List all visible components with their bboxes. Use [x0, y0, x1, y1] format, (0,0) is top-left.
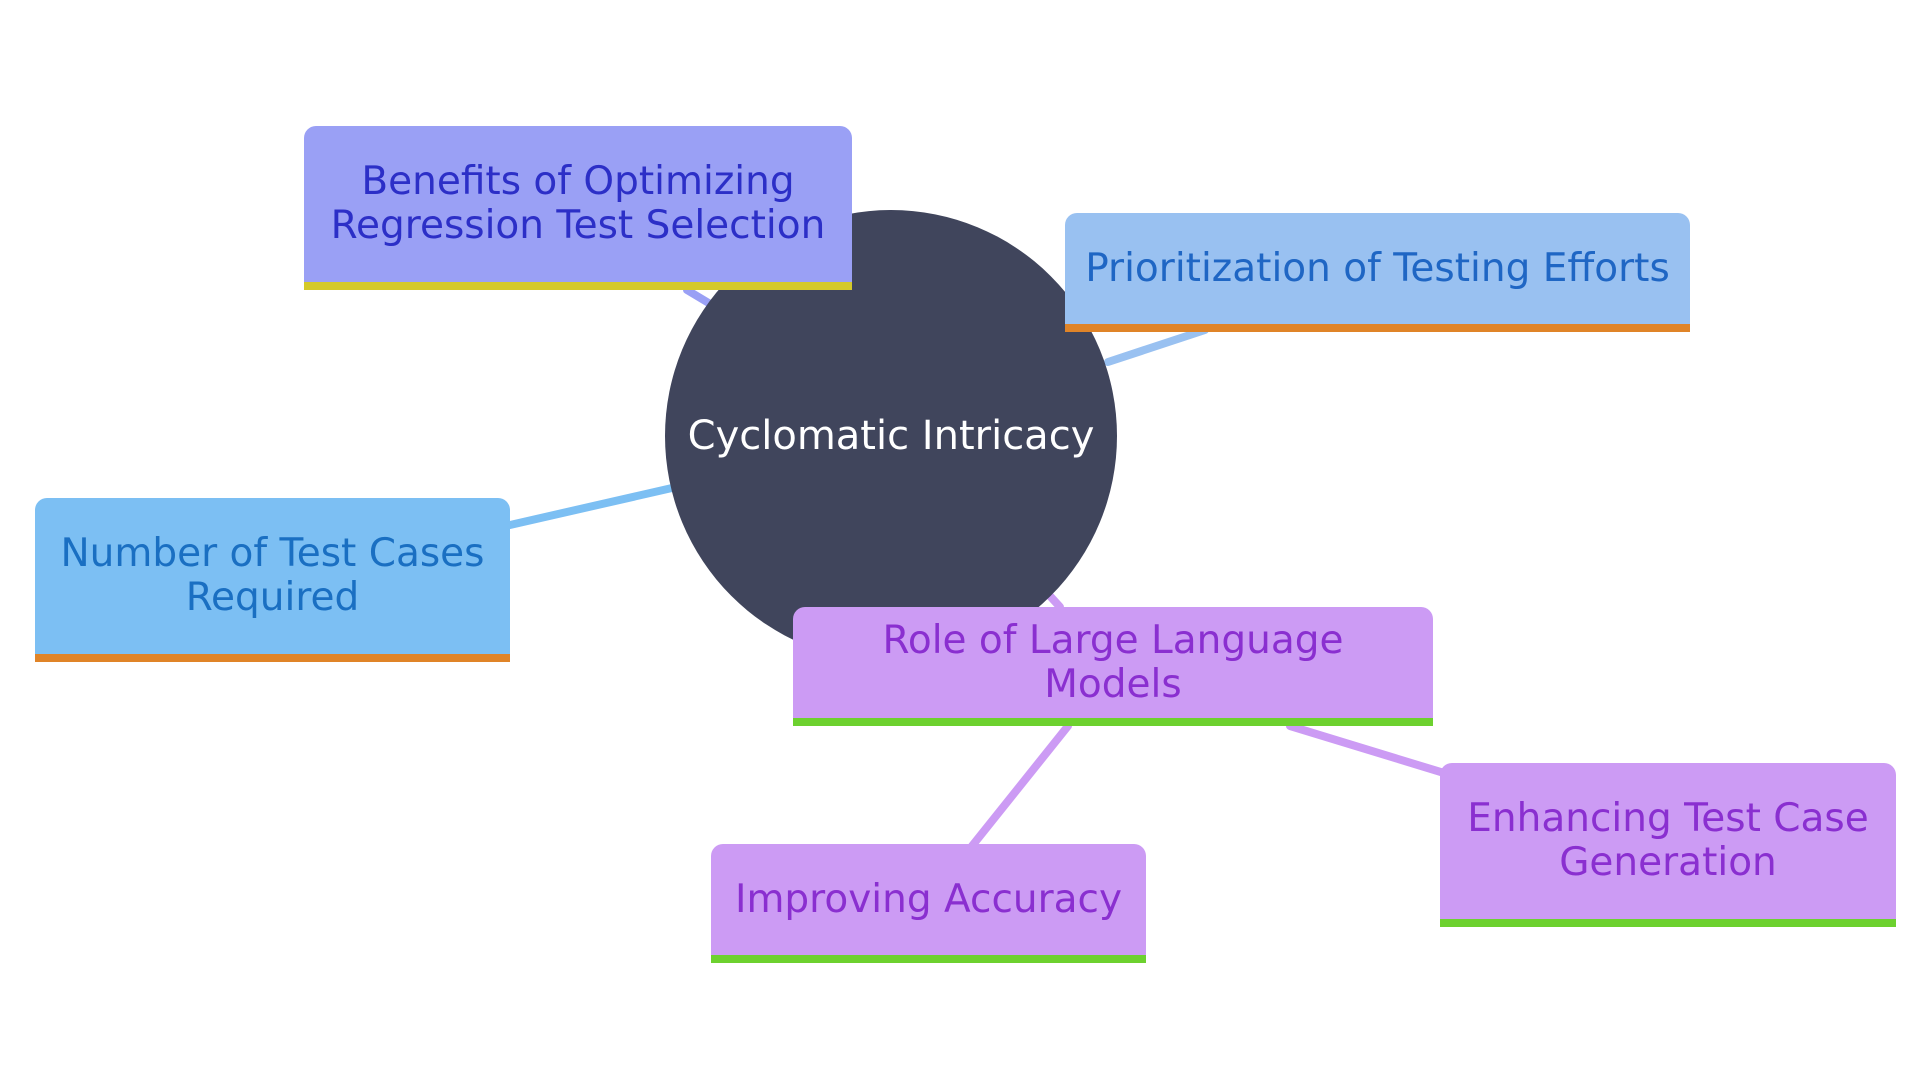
node-benefits: Benefits of Optimizing Regression Test S…: [304, 126, 852, 290]
center-node-label: Cyclomatic Intricacy: [687, 413, 1095, 459]
node-improving-accuracy: Improving Accuracy: [711, 844, 1146, 963]
node-enhancing-label: Enhancing Test Case Generation: [1467, 796, 1869, 885]
edge-center-role: [1046, 592, 1064, 611]
node-prioritization-label: Prioritization of Testing Efforts: [1085, 245, 1670, 291]
node-role-of-llms: Role of Large Language Models: [793, 607, 1433, 726]
node-benefits-label: Benefits of Optimizing Regression Test S…: [330, 159, 826, 248]
edge-role-enhancing: [1286, 722, 1448, 777]
edge-center-number: [506, 484, 676, 529]
edge-center-prioritization: [1104, 326, 1209, 366]
node-improving-label: Improving Accuracy: [734, 876, 1123, 922]
node-prioritization: Prioritization of Testing Efforts: [1065, 213, 1690, 332]
node-number-label: Number of Test Cases Required: [60, 531, 485, 620]
node-role-label: Role of Large Language Models: [882, 617, 1344, 707]
node-enhancing-test-case-generation: Enhancing Test Case Generation: [1440, 763, 1896, 927]
edge-role-improving: [968, 722, 1072, 850]
node-number-of-test-cases: Number of Test Cases Required: [35, 498, 510, 662]
